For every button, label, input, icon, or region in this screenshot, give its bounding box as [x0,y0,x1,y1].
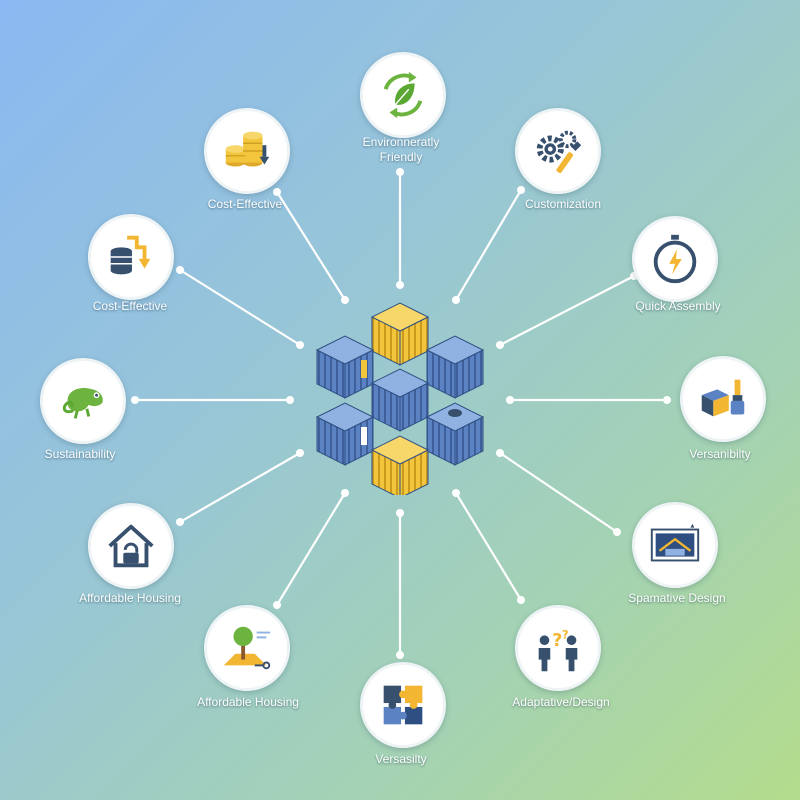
connector-cost-effective-1 [276,191,346,301]
connector-dot-outer-customization [517,186,525,194]
label-cost-effective-1: Cost-Effective [207,197,283,211]
connector-dot-inner-affordable-housing-1 [296,449,304,457]
hub-container-7 [370,435,430,495]
label-spamative-design: Spamative Design [628,591,726,605]
connector-adaptative-design [455,492,522,601]
people-question-icon: ? ? [538,627,578,672]
connector-dot-outer-affordable-housing-2 [273,601,281,609]
connector-dot-inner-sustainability [286,396,294,404]
connector-dot-inner-environmentally-friendly [396,281,404,289]
hub-container-door [361,360,367,378]
hub-container-door [361,427,367,445]
label-affordable-housing-2: Affordable Housing [197,695,299,709]
connector-cost-effective-2 [179,269,301,346]
label-affordable-housing-1: Affordable Housing [79,591,181,605]
node-affordable-housing-1[interactable] [88,503,174,589]
connector-dot-outer-cost-effective-1 [273,188,281,196]
svg-text:?: ? [552,631,562,651]
stack-down-arrow-icon [110,235,151,275]
label-versanibility: Versanibilty [689,447,751,461]
connector-dot-inner-affordable-housing-2 [341,489,349,497]
connector-dot-outer-affordable-housing-1 [176,518,184,526]
connector-affordable-housing-1 [179,452,301,523]
puzzle-icon [383,685,423,725]
connector-dot-inner-quick-assembly [496,341,504,349]
chameleon-icon [62,387,103,419]
node-versasility[interactable] [360,662,446,748]
node-spamative-design[interactable] [632,502,718,588]
label-sustainability: Sustainability [44,447,116,461]
node-adaptative-design[interactable]: ? ? [515,605,601,691]
container-paintbrush-icon [701,379,745,417]
connector-spamative-design [499,452,618,533]
connector-dot-inner-customization [452,296,460,304]
coins-down-icon [225,131,270,167]
connector-dot-outer-spamative-design [613,528,621,536]
node-cost-effective-2[interactable] [88,214,174,300]
node-affordable-housing-2[interactable] [204,605,290,691]
container-cluster-hub [315,302,485,495]
connector-dot-inner-cost-effective-2 [296,341,304,349]
blueprint-house-icon [650,523,700,562]
hub-container-4 [370,368,430,432]
connector-lines [131,168,671,659]
hub-container-6 [425,402,485,466]
label-versasility: Versasilty [375,752,427,766]
connector-dot-outer-cost-effective-2 [176,266,184,274]
label-customization: Customization [524,197,602,211]
hub-container-5 [315,402,375,466]
node-customization[interactable] [515,108,601,194]
connector-dot-inner-spamative-design [496,449,504,457]
node-quick-assembly[interactable] [632,216,718,302]
hub-container-1 [370,302,430,366]
connector-dot-outer-adaptative-design [517,596,525,604]
connector-dot-outer-sustainability [131,396,139,404]
connector-dot-outer-versasility [396,651,404,659]
connector-quick-assembly [499,275,635,346]
connector-dot-inner-versasility [396,509,404,517]
connector-dot-inner-versanibility [506,396,514,404]
gears-wrench-icon [536,130,582,174]
label-adaptative-design: Adaptative/Design [512,695,610,709]
hub-container-2 [315,335,375,399]
connector-dot-inner-adaptative-design [452,489,460,497]
node-environmentally-friendly[interactable] [360,52,446,138]
node-sustainability[interactable] [40,358,126,444]
connector-affordable-housing-2 [276,492,346,606]
hub-container-tank [448,409,462,417]
stopwatch-icon [653,234,697,284]
connector-customization [455,189,522,301]
recycle-leaf-icon [383,71,423,119]
hub-container-3 [425,335,485,399]
connector-dot-outer-environmentally-friendly [396,168,404,176]
label-cost-effective-2: Cost-Effective [92,299,168,313]
node-cost-effective-1[interactable] [204,108,290,194]
tree-plot-icon [223,626,271,670]
connector-dot-inner-cost-effective-1 [341,296,349,304]
node-versanibility[interactable] [680,356,766,442]
house-lock-icon [108,524,154,568]
label-environmentally-friendly: Environneratly Friendly [362,135,440,164]
svg-text:?: ? [562,627,569,641]
label-quick-assembly: Quick Assembly [635,299,721,313]
connector-dot-outer-versanibility [663,396,671,404]
